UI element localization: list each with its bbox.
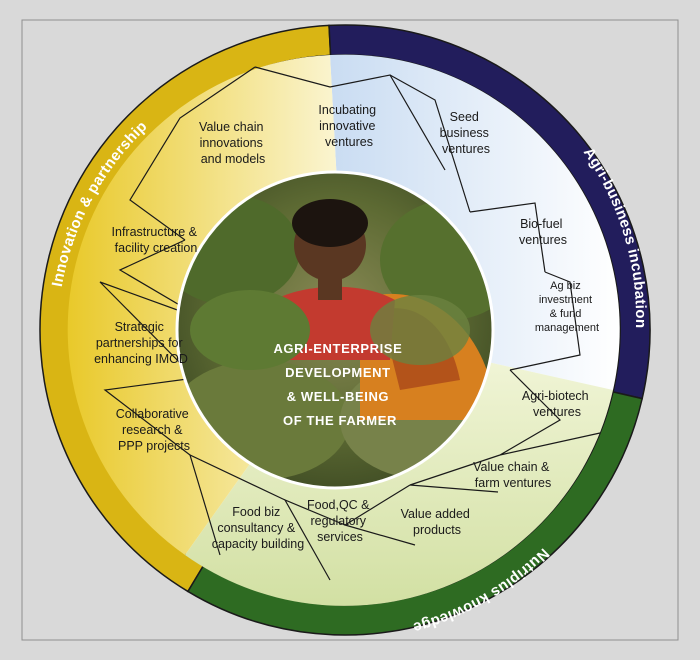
center-title-line: AGRI-ENTERPRISE (273, 341, 402, 356)
segment-strategic: Strategic partnerships for enhancing IMO… (94, 320, 188, 366)
segment-biofuel: Bio-fuel ventures (519, 217, 567, 247)
center-title: AGRI-ENTERPRISE DEVELOPMENT & WELL-BEING… (273, 341, 406, 428)
segment-collaborative: Collaborative research & PPP projects (116, 407, 192, 453)
segment-valuechain-farm: Value chain & farm ventures (473, 460, 553, 490)
segment-chevrons (99, 66, 601, 581)
segment-value-added: Value added products (401, 507, 474, 537)
center-title-line: DEVELOPMENT (285, 365, 391, 380)
segment-seed: Seed business ventures (440, 110, 493, 156)
segment-agbiz: Ag biz investment & fund management (535, 280, 599, 334)
center-title-line: OF THE FARMER (283, 413, 397, 428)
center-title-line: & WELL-BEING (287, 389, 390, 404)
segment-infrastructure: Infrastructure & facility creation (112, 225, 201, 255)
segment-valuechain-innov: Value chain innovations and models (199, 120, 267, 166)
segment-labels: Incubating innovative ventures Seed busi… (94, 103, 599, 551)
segment-biotech: Agri-biotech ventures (522, 389, 592, 419)
segment-incubating: Incubating innovative ventures (318, 103, 379, 149)
segment-food-biz: Food biz consultancy & capacity building (212, 505, 304, 551)
photo-border (175, 170, 495, 490)
segment-food-qc: Food,QC & regulatory services (307, 498, 373, 544)
